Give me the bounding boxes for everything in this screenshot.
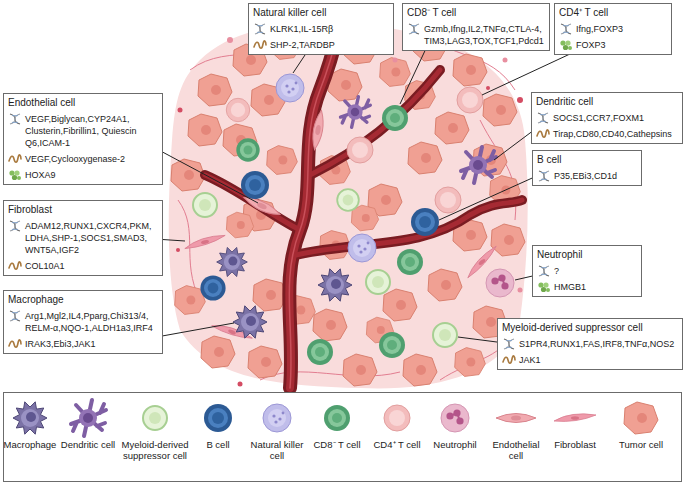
gene-list: Tirap,CD80,CD40,Cathepsins [553,128,678,140]
cell-heading: Myeloid-derived suppressor cell [502,322,678,334]
callout-box: MacrophageArg1,Mgl2,IL4,Pparg,Chi313/4, … [3,290,163,354]
blood-vessel [205,25,522,388]
gene-icon [536,112,550,124]
gene-list: HMGB1 [554,281,637,293]
cell-heading: Natural killer cell [253,7,389,19]
cell-heading: Endothelial cell [8,97,158,109]
gene-icon [8,220,22,232]
immune-cells [184,74,514,365]
gene-list: KLRK1,IL-15Rβ [270,23,389,35]
gene-list: COL10A1 [25,260,158,272]
leader-lines [140,40,600,345]
gene-row: ADAM12,RUNX1,CXCR4,PKM, LDHA,SHP-1,SOCS1… [8,220,158,256]
gene-row: JAK1 [502,354,678,366]
gene-row: IRAK3,Ebi3,JAK1 [8,338,158,350]
cell-heading: Fibroblast [8,204,158,216]
gene-list: JAK1 [519,354,678,366]
gene-icon [537,170,551,182]
gene-row: Gzmb,Ifng,IL2,TNFα,CTLA-4, TIM3,LAG3,TOX… [407,23,545,47]
gene-list: S1PR4,RUNX1,FAS,IRF8,TNFα,NOS2 [519,338,678,350]
callout-box: Neutrophil? HMGB1 [532,245,642,297]
gene-list: P35,EBi3,CD1d [554,170,637,182]
legend-label: CD4⁺ T cell [368,439,426,450]
legend-label: Natural killer cell [247,439,307,461]
gene-list: VEGF,Cyclooxygenase-2 [25,153,158,165]
legend-label: Myeloid-derived suppressor cell [119,439,191,461]
callout-box: Dendritic cellSOCS1,CCR7,FOXM1Tirap,CD80… [531,92,683,144]
legend-label: CD8⁻ T cell [308,439,366,450]
gene-row: P35,EBi3,CD1d [537,170,637,182]
gene-list: ADAM12,RUNX1,CXCR4,PKM, LDHA,SHP-1,SOCS1… [25,220,158,256]
gene-list: Ifng,FOXP3 [576,23,667,35]
callout-box: CD8⁻ T cellGzmb,Ifng,IL2,TNFα,CTLA-4, TI… [402,3,550,51]
callout-box: B cellP35,EBi3,CD1d [532,150,642,186]
gene-row: ? [537,265,637,277]
protein-icon [536,128,550,140]
gene-row: COL10A1 [8,260,158,272]
protein-icon [253,39,267,51]
gene-list: IRAK3,Ebi3,JAK1 [25,338,158,350]
gene-list: SOCS1,CCR7,FOXM1 [553,112,678,124]
gene-row: SOCS1,CCR7,FOXM1 [536,112,678,124]
protein-icon [8,260,22,272]
gene-list: Gzmb,Ifng,IL2,TNFα,CTLA-4, TIM3,LAG3,TOX… [424,23,545,47]
gene-icon [559,23,573,35]
protein-icon [8,338,22,350]
gene-icon [502,338,516,350]
legend-label: Endothelial cell [486,439,546,461]
legend-label: Fibroblast [546,439,604,450]
legend-label: Macrophage [0,439,60,450]
epigenetic-icon [8,169,22,181]
legend-panel [4,393,682,482]
gene-row: Tirap,CD80,CD40,Cathepsins [536,128,678,140]
tumor-cells [171,29,525,386]
gene-row: VEGF,Cyclooxygenase-2 [8,153,158,165]
tissue-ground [169,22,528,388]
gene-row: HMGB1 [537,281,637,293]
legend-label: Tumor cell [612,439,670,450]
epigenetic-icon [559,39,573,51]
gene-list: SHP-2,TARDBP [270,39,389,51]
protein-icon [8,153,22,165]
gene-row: Ifng,FOXP3 [559,23,667,35]
gene-icon [8,113,22,125]
legend-label: Neutrophil [426,439,484,450]
gene-row: VEGF,Biglycan,CYP24A1, Clusterin,Fibrill… [8,113,158,149]
gene-list: FOXP3 [576,39,667,51]
cell-heading: CD4⁺ T cell [559,7,667,19]
gene-row: KLRK1,IL-15Rβ [253,23,389,35]
gene-icon [537,265,551,277]
cell-heading: Neutrophil [537,249,637,261]
legend-label: Dendritic cell [58,439,118,450]
gene-row: FOXP3 [559,39,667,51]
callout-box: Natural killer cellKLRK1,IL-15RβSHP-2,TA… [248,3,394,55]
gene-icon [253,23,267,35]
callout-box: FibroblastADAM12,RUNX1,CXCR4,PKM, LDHA,S… [3,200,163,276]
cell-heading: CD8⁻ T cell [407,7,545,19]
gene-list: HOXA9 [25,169,158,181]
gene-list: ? [554,265,637,277]
protein-icon [502,354,516,366]
legend-label: B cell [190,439,246,450]
gene-row: HOXA9 [8,169,158,181]
cell-heading: Dendritic cell [536,96,678,108]
gene-row: SHP-2,TARDBP [253,39,389,51]
gene-icon [8,310,22,322]
callout-box: CD4⁺ T cellIfng,FOXP3FOXP3 [554,3,672,55]
gene-row: Arg1,Mgl2,IL4,Pparg,Chi313/4, RELM-α,NQO… [8,310,158,334]
callout-box: Myeloid-derived suppressor cellS1PR4,RUN… [497,318,683,370]
callout-box: Endothelial cellVEGF,Biglycan,CYP24A1, C… [3,93,163,185]
gene-icon [407,23,421,35]
epigenetic-icon [537,281,551,293]
cell-heading: B cell [537,154,637,166]
gene-row: S1PR4,RUNX1,FAS,IRF8,TNFα,NOS2 [502,338,678,350]
gene-list: VEGF,Biglycan,CYP24A1, Clusterin,Fibrill… [25,113,158,149]
gene-list: Arg1,Mgl2,IL4,Pparg,Chi313/4, RELM-α,NQO… [25,310,158,334]
cell-heading: Macrophage [8,294,158,306]
